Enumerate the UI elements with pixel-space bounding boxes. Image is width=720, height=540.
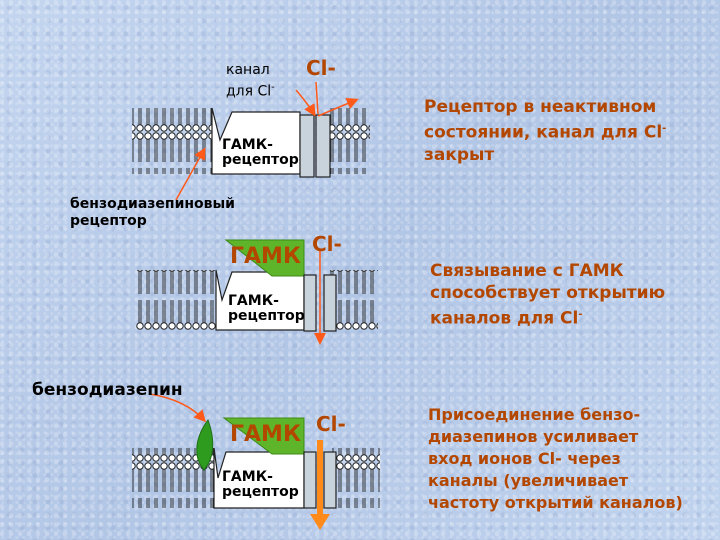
- bzd-receptor-label-line1: бензодиазепиновый: [70, 196, 235, 212]
- panel3-desc-line4: каналы (увеличивает: [428, 471, 629, 490]
- lipid-bilayer-right-1: [330, 108, 370, 174]
- panel3-desc-line2: диазепинов усиливает: [428, 427, 639, 446]
- channel-pointer-arrow: [295, 89, 316, 117]
- panel1-desc-sup: -: [662, 123, 667, 134]
- cl-ion-label-2: Cl-: [312, 232, 342, 256]
- cl-ion-label-1: Cl-: [306, 56, 336, 80]
- benzodiazepine-molecule: [196, 418, 214, 471]
- channel-label-line1: канал: [226, 62, 270, 78]
- bzd-receptor-label: бензодиазепиновый рецептор: [70, 196, 235, 230]
- panel1-desc-line1: Рецептор в неактивном: [424, 97, 657, 117]
- gaba-label-3: ГАМК: [230, 422, 301, 447]
- channel-subunit-right-2: [323, 274, 337, 332]
- panel2-description: Связывание с ГАМК способствует открытию …: [430, 260, 665, 330]
- ion-flow-arrowhead-3: [310, 514, 330, 530]
- gaba-receptor-label-1: ГАМК- рецептор: [222, 138, 299, 168]
- panel2-desc-line3: каналов для Cl: [430, 308, 579, 329]
- lipid-bilayer-right-3: [332, 448, 380, 508]
- lipid-bilayer-left-1: [132, 108, 212, 174]
- lipid-bilayer-right-2: [330, 270, 378, 330]
- panel3-desc-line5: частоту открытий каналов): [428, 493, 683, 512]
- lipid-bilayer-left-2: [136, 270, 216, 330]
- cl-stem-line: [315, 81, 319, 115]
- gaba-receptor-label-3: ГАМК- рецептор: [222, 470, 299, 500]
- channel-subunit-left-1: [299, 114, 315, 178]
- bzd-pointer-arrow: [149, 393, 207, 423]
- gaba-receptor-label-2-line2: рецептор: [228, 308, 305, 324]
- membrane-panel-3: [132, 393, 380, 530]
- bzd-label: бензодиазепин: [32, 380, 183, 400]
- cl-pointer-arrow: [317, 97, 359, 117]
- gaba-receptor-label-3-line2: рецептор: [222, 484, 299, 500]
- gaba-receptor-label-1-line2: рецептор: [222, 152, 299, 168]
- panel2-desc-line1: Связывание с ГАМК: [430, 261, 624, 281]
- membrane-panel-2: [136, 239, 378, 345]
- channel-subunit-left-2: [303, 274, 317, 332]
- membrane-panel-1: [132, 81, 370, 201]
- gaba-receptor-label-1-line1: ГАМК-: [222, 137, 273, 153]
- bzd-receptor-pointer-arrow: [175, 147, 206, 201]
- panel2-desc-line2: способствует открытию: [430, 283, 666, 303]
- channel-subunit-right-3: [323, 451, 337, 509]
- panel3-desc-line1: Присоединение бензо-: [428, 405, 641, 424]
- channel-label-line2: для Cl: [226, 83, 272, 100]
- channel-label-sup: -: [271, 82, 275, 93]
- panel1-desc-line3: закрыт: [424, 144, 495, 165]
- panel3-desc-line3: вход ионов Cl- через: [428, 449, 621, 468]
- gaba-receptor-label-2-line1: ГАМК-: [228, 293, 279, 309]
- channel-subunit-left-3: [303, 451, 317, 509]
- gaba-receptor-label-3-line1: ГАМК-: [222, 469, 273, 485]
- panel3-description: Присоединение бензо- диазепинов усиливае…: [428, 404, 683, 514]
- gaba-receptor-protein-1: [211, 107, 301, 175]
- bzd-receptor-label-line2: рецептор: [70, 213, 147, 229]
- channel-label: канал для Cl-: [226, 62, 275, 101]
- panel1-description: Рецептор в неактивном состоянии, канал д…: [424, 96, 666, 166]
- panel1-desc-line2: состоянии, канал для Cl: [424, 122, 663, 143]
- gaba-receptor-label-2: ГАМК- рецептор: [228, 294, 305, 324]
- gaba-label-2: ГАМК: [230, 244, 301, 269]
- channel-subunit-right-1: [315, 114, 331, 178]
- ion-flow-shaft-3: [317, 440, 323, 516]
- cl-ion-label-3: Cl-: [316, 412, 346, 436]
- panel2-desc-sup: -: [578, 309, 583, 320]
